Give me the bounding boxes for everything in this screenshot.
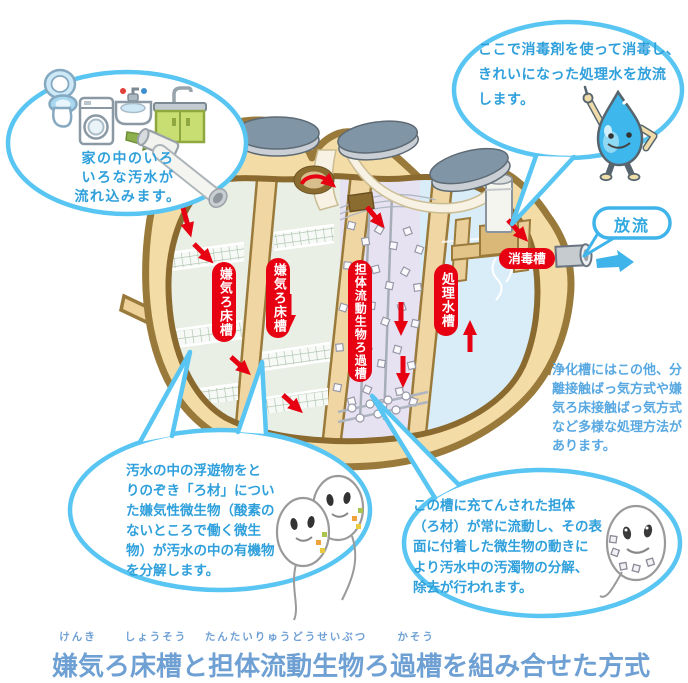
text-line: など多様な処理方法が: [552, 420, 683, 435]
text-line: りのぞき「ろ材」につい: [126, 483, 275, 499]
title-base: 嫌気: [52, 652, 105, 682]
text-line: より汚水中の汚濁物の分解、: [413, 559, 589, 576]
title-segment: かそう過槽: [390, 629, 442, 683]
title-segment: と: [182, 629, 208, 683]
title-base: 担体流動生物: [208, 652, 365, 682]
outlet-pipe-icon: [554, 243, 593, 268]
discharge-arrow-icon: [596, 250, 634, 272]
text-line: あります。: [552, 439, 616, 454]
anaerobic-bubble-text: 汚水の中の浮遊物をと りのぞき「ろ材」につい た嫌気性微生物（酸素の ないところ…: [126, 461, 275, 581]
text-line: （ろ材）が常に流動し、その表: [413, 518, 602, 535]
text-line: た嫌気性微生物（酸素の: [126, 503, 275, 519]
label-treated-water-tank: 処理水槽: [434, 264, 458, 336]
text-line: きれいになった処理水を放流: [478, 67, 667, 83]
title-base: 床槽: [130, 652, 183, 682]
title-base: と: [182, 652, 209, 682]
house-bubble-text: 家の中のいろ いろな汚水が 流れ込みます。: [50, 150, 206, 207]
u-turn-arrow-icon: [300, 172, 337, 188]
text-line: いろな汚水が: [81, 170, 175, 186]
label-anaerobic-filter-tank-1: 嫌気ろ床槽: [212, 262, 236, 342]
text-line: 汚水の中の浮遊物をと: [126, 463, 261, 479]
text-line: この槽に充てんされた担体: [413, 498, 575, 514]
text-line: 流れ込みます。: [74, 189, 182, 205]
microbe-character: [599, 504, 667, 598]
text-line: ここで消毒剤を使って消毒し、: [478, 42, 681, 58]
text-line: 面に付着した微生物の動きに: [413, 539, 589, 555]
manhole-icon: [429, 147, 511, 193]
inlet-port: [293, 165, 337, 195]
side-note-text: 浄化槽にはこの他、分 離接触ばっ気方式や嫌 気ろ床接触ばっ気方式 など多様な処理…: [552, 361, 682, 456]
text-line: 気ろ床接触ばっ気方式: [552, 401, 683, 416]
discharge-label: 放流: [613, 216, 650, 235]
disinfection-cylinder: [485, 173, 513, 233]
text-line: ないところで働く微生: [126, 523, 261, 539]
divider-wall: [232, 176, 280, 442]
caption-title: けんき嫌気 ろ しょうそう床槽 と たんたいりゅうどうせいぶつ担体流動生物 ろ …: [52, 629, 650, 683]
furigana: しょうそう: [124, 631, 188, 643]
furigana: たんたいりゅうどうせいぶつ: [204, 631, 368, 643]
support-post: [382, 193, 394, 421]
title-base: ろ: [104, 652, 131, 682]
manhole-icon: [234, 116, 320, 157]
microbe-character: [275, 496, 331, 621]
label-disinfection-tank: 消毒槽: [499, 248, 555, 269]
text-line: 物）が汚水の中の有機物: [126, 543, 275, 559]
title-base: 過槽: [390, 652, 443, 682]
furigana: かそう: [397, 631, 435, 643]
label-carrier-fluidized-bed-tank: 担体流動生物ろ過槽: [348, 260, 372, 382]
title-segment: ろ: [364, 629, 390, 683]
disinfect-bubble-text: ここで消毒剤を使って消毒し、 きれいになった処理水を放流 します。: [478, 38, 680, 113]
sink-icon: [114, 87, 153, 126]
text-line: 除去が行われます。: [413, 580, 533, 596]
discharge-bubble: [582, 206, 672, 258]
title-segment: けんき嫌気: [52, 629, 104, 683]
title-segment: たんたいりゅうどうせいぶつ担体流動生物: [205, 629, 366, 683]
title-segment: しょうそう床槽: [125, 629, 186, 683]
furigana: けんき: [59, 631, 97, 643]
carrier-bubble-text: この槽に充てんされた担体 （ろ材）が常に流動し、その表 面に付着した微生物の動き…: [413, 496, 602, 599]
title-base: を組み合せた方式: [442, 652, 651, 682]
text-line: 家の中のいろ: [81, 151, 175, 167]
title-segment: を組み合せた方式: [442, 629, 650, 683]
toilet-icon: [43, 68, 78, 128]
washing-machine-icon: [78, 96, 115, 146]
wire: [491, 257, 503, 301]
speech-bubble-carrier: [369, 393, 683, 619]
label-anaerobic-filter-tank-2: 嫌気ろ床槽: [266, 258, 290, 338]
flow-arrow-icon: [180, 205, 529, 414]
manhole-icon: [337, 120, 419, 161]
text-line: 浄化槽にはこの他、分: [552, 363, 683, 378]
title-segment: ろ: [104, 629, 130, 683]
text-line: します。: [478, 92, 535, 108]
text-line: を分解します。: [126, 563, 220, 579]
bottom-rails: [337, 390, 429, 424]
text-line: 離接触ばっ気方式や嫌: [552, 382, 683, 397]
title-base: ろ: [364, 652, 391, 682]
inlet-pipe-icon: [136, 127, 228, 208]
water-drop-character: [582, 85, 658, 182]
